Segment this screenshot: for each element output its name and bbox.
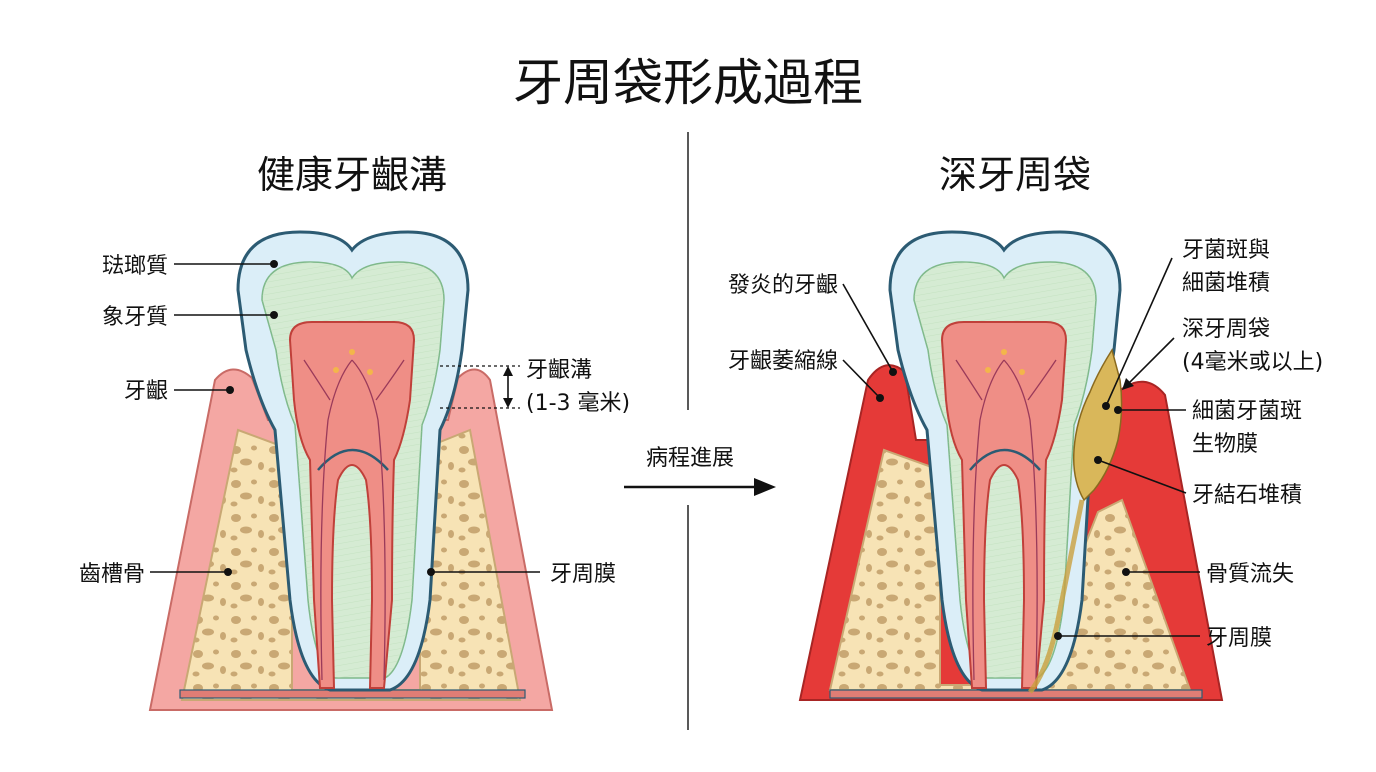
svg-text:(4毫米或以上): (4毫米或以上) bbox=[1182, 350, 1323, 375]
svg-text:牙周膜: 牙周膜 bbox=[550, 562, 616, 587]
right-panel-title: 深牙周袋 bbox=[939, 153, 1091, 197]
pocket-tooth-illustration bbox=[800, 232, 1222, 700]
svg-text:細菌堆積: 細菌堆積 bbox=[1182, 271, 1270, 296]
svg-text:發炎的牙齦: 發炎的牙齦 bbox=[728, 273, 838, 298]
progression-label: 病程進展 bbox=[646, 446, 734, 471]
svg-text:牙齦溝: 牙齦溝 bbox=[526, 358, 592, 383]
svg-text:深牙周袋: 深牙周袋 bbox=[1182, 317, 1270, 342]
arrow-head-icon bbox=[754, 478, 776, 496]
main-title: 牙周袋形成過程 bbox=[513, 54, 863, 112]
label-deep-pocket: 深牙周袋 (4毫米或以上) bbox=[1122, 317, 1323, 390]
svg-text:牙齦萎縮線: 牙齦萎縮線 bbox=[728, 349, 838, 374]
svg-text:象牙質: 象牙質 bbox=[102, 305, 168, 330]
label-recession-line: 牙齦萎縮線 bbox=[728, 349, 884, 402]
svg-text:齒槽骨: 齒槽骨 bbox=[79, 562, 145, 587]
left-panel-title: 健康牙齦溝 bbox=[257, 153, 447, 197]
svg-text:生物膜: 生物膜 bbox=[1192, 432, 1258, 457]
svg-text:牙周膜: 牙周膜 bbox=[1206, 626, 1272, 651]
svg-text:牙結石堆積: 牙結石堆積 bbox=[1192, 483, 1302, 508]
progression-arrow: 病程進展 bbox=[624, 446, 776, 496]
svg-text:(1-3 毫米): (1-3 毫米) bbox=[526, 391, 630, 416]
svg-text:細菌牙菌斑: 細菌牙菌斑 bbox=[1192, 399, 1302, 424]
healthy-tooth-illustration bbox=[150, 232, 552, 710]
svg-text:牙齦: 牙齦 bbox=[124, 379, 168, 404]
svg-text:琺瑯質: 琺瑯質 bbox=[102, 254, 168, 279]
svg-text:骨質流失: 骨質流失 bbox=[1206, 562, 1294, 587]
svg-text:牙菌斑與: 牙菌斑與 bbox=[1182, 238, 1270, 263]
